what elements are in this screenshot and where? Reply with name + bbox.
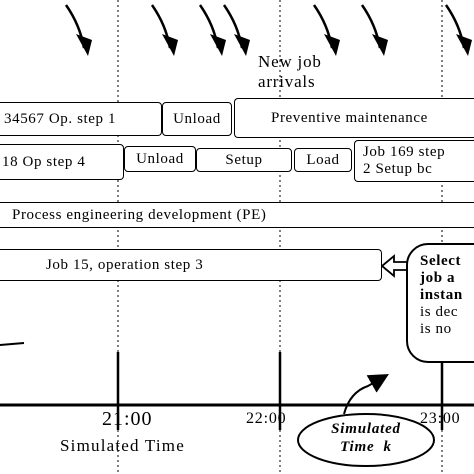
arrival-arrow <box>360 4 388 56</box>
new-job-label-line2: arrivals <box>258 72 316 91</box>
arrival-arrow <box>222 4 250 56</box>
selection-callout: Select job a instan is dec is no <box>406 243 474 363</box>
arrival-arrow <box>198 4 226 56</box>
arrival-arrow <box>150 4 178 56</box>
task-bar-job-15: Job 15, operation step 3 <box>0 249 382 281</box>
tick-label-21: 21:00 <box>102 408 153 430</box>
callout-line: job a <box>420 270 456 286</box>
task-bar-label: Load <box>306 151 340 168</box>
callout-line: is no <box>420 321 452 337</box>
task-bar-unload-2: Unload <box>124 146 196 172</box>
callout-line: Select <box>420 253 462 269</box>
left-tick-line <box>0 342 25 346</box>
new-job-label-line1: New job <box>258 52 322 71</box>
task-bar-label-line1: Job 169 step <box>363 144 446 160</box>
callout-line: instan <box>420 287 463 303</box>
task-bar-process-engineering: Process engineering development (PE) <box>0 202 474 228</box>
task-bar-op-step-1: 34567 Op. step 1 <box>0 102 162 136</box>
task-bar-op-step-4: 18 Op step 4 <box>0 144 124 180</box>
arrival-arrow <box>64 4 92 56</box>
callout-line: is dec <box>420 304 459 320</box>
arrival-arrow <box>312 4 340 56</box>
arrival-arrows <box>64 4 472 56</box>
simulated-time-marker-label: Simulated Time k <box>316 420 416 456</box>
tick-label-23: 23:00 <box>420 410 461 427</box>
task-bar-label: Setup <box>225 151 263 168</box>
arrival-arrow <box>444 4 472 56</box>
tick-label-22: 22:00 <box>246 410 287 427</box>
task-bar-label: Job 15, operation step 3 <box>46 256 204 273</box>
task-bar-setup: Setup <box>196 148 292 172</box>
task-bar-load: Load <box>294 148 352 172</box>
task-bar-label: 18 Op step 4 <box>2 153 86 170</box>
task-bar-label: 34567 Op. step 1 <box>4 110 117 127</box>
task-bar-label: Unload <box>136 150 184 167</box>
task-bar-label: Process engineering development (PE) <box>12 206 267 223</box>
marker-line1: Simulated <box>331 421 401 437</box>
task-bar-label: Unload <box>173 110 221 127</box>
task-bar-label: Preventive maintenance <box>271 109 428 126</box>
task-bar-label-line2: 2 Setup bc <box>363 161 433 177</box>
task-bar-preventive-maintenance: Preventive maintenance <box>234 98 474 138</box>
time-axis-label: Simulated Time <box>60 436 185 455</box>
simulated-time-arrow <box>343 374 389 415</box>
new-job-arrivals-label: New job arrivals <box>258 52 322 92</box>
simulated-time-ellipse <box>297 413 435 467</box>
task-bar-unload: Unload <box>162 102 232 136</box>
marker-line2: Time k <box>340 439 392 455</box>
task-bar-job-169-setup: Job 169 step 2 Setup bc <box>354 140 474 182</box>
